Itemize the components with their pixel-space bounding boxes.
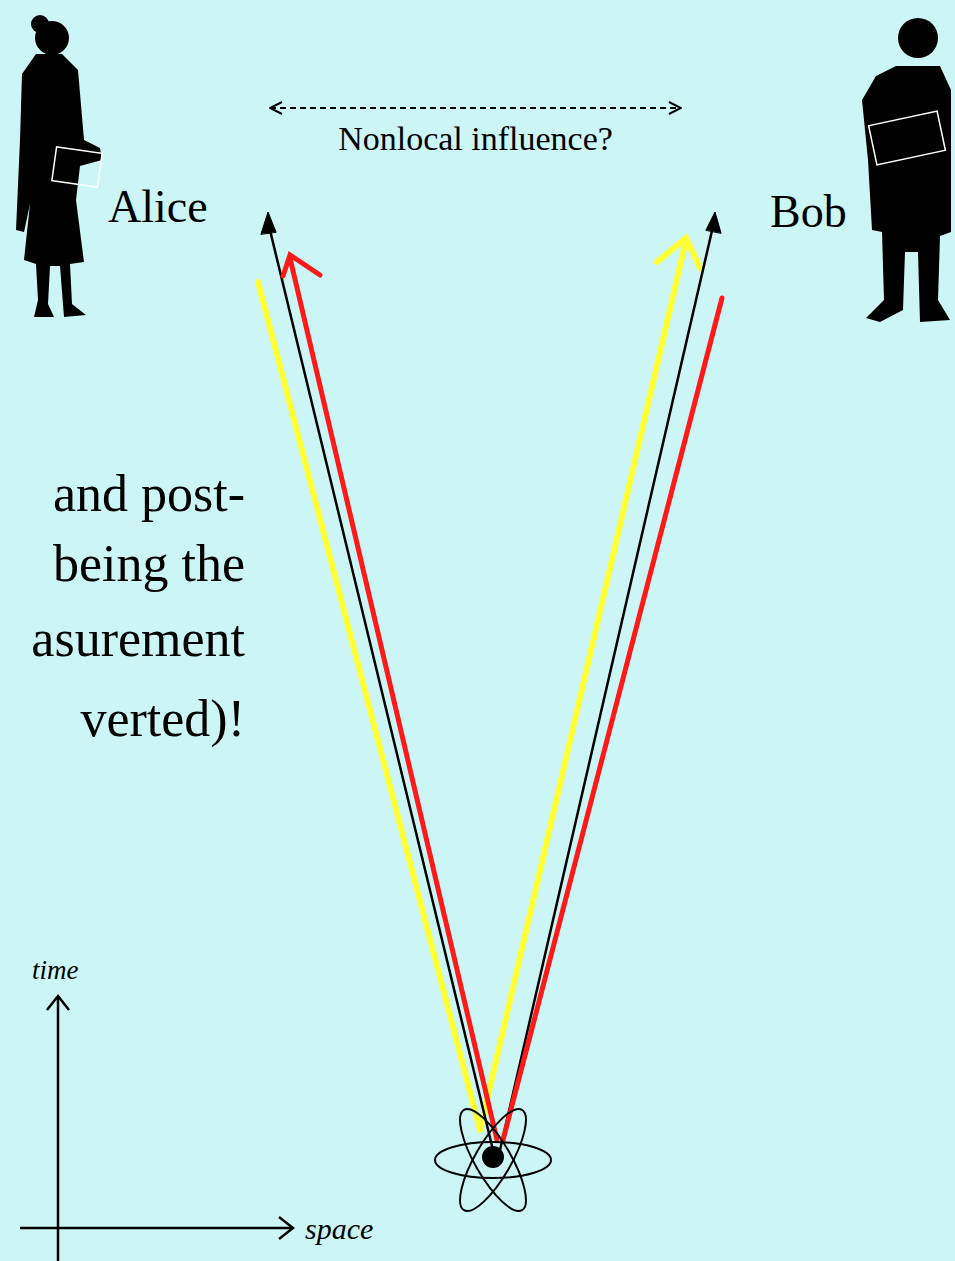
axes	[20, 996, 293, 1261]
nucleus	[483, 1147, 503, 1167]
black-path-right	[500, 222, 714, 1150]
black-path-left	[268, 222, 493, 1150]
folder	[52, 147, 102, 187]
axis-arrowhead	[279, 1217, 293, 1239]
red-path-right	[503, 298, 722, 1140]
red-arrowhead	[283, 255, 320, 276]
person-name: Bob	[770, 187, 847, 238]
orbit	[448, 1101, 537, 1219]
axis-label: space	[305, 1212, 373, 1245]
orbit	[448, 1101, 537, 1219]
space-axis	[20, 1227, 293, 1230]
black-arrowhead	[261, 212, 276, 234]
folder	[869, 111, 946, 165]
person-node: Alice	[15, 5, 265, 320]
time-axis	[57, 996, 60, 1261]
axis-label: time	[32, 956, 79, 986]
head	[898, 18, 938, 58]
black-arrowhead	[706, 212, 721, 233]
edge-label: Nonlocal influence?	[338, 120, 613, 157]
influence-arrow	[270, 107, 681, 109]
yellow-arrowhead	[657, 238, 700, 268]
axis-arrowhead	[47, 996, 69, 1010]
red-path-left	[290, 258, 497, 1140]
alice-silhouette	[16, 15, 102, 317]
yellow-path-right	[480, 240, 686, 1130]
bob-silhouette	[862, 18, 951, 322]
body-text-fragment: verted)!	[80, 690, 245, 747]
hair-bun	[31, 15, 49, 33]
body	[16, 54, 102, 317]
person-node: Bob	[686, 5, 950, 325]
yellow-path-left	[258, 282, 480, 1130]
particle-paths	[258, 212, 722, 1150]
orbit	[435, 1142, 551, 1178]
atom-symbol	[435, 1101, 551, 1219]
body-text-fragment: and post-	[53, 465, 245, 522]
body	[862, 66, 951, 322]
person-name: Alice	[108, 182, 208, 233]
body-text-fragment: being the	[53, 535, 245, 592]
body-text-fragment: asurement	[31, 610, 245, 667]
